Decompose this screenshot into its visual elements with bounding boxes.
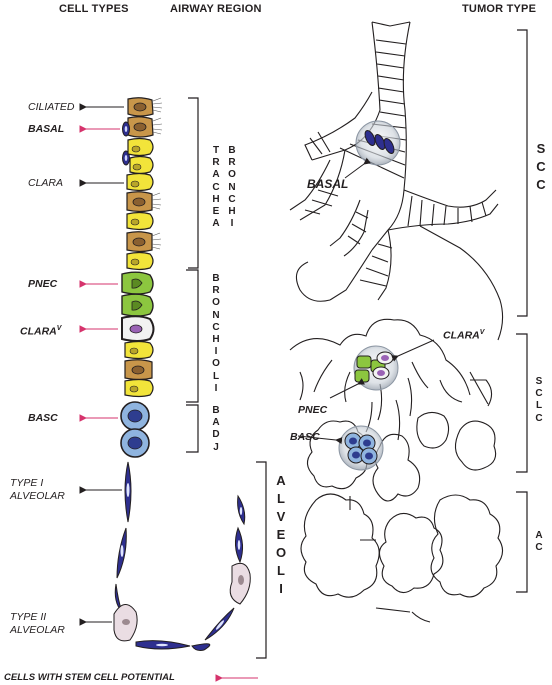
type1-alveolar-cell (234, 526, 244, 564)
label-basal: BASAL (28, 123, 65, 135)
clara-cell (126, 251, 154, 271)
basal-cell (122, 121, 130, 137)
type2-alveolar-cell (113, 604, 138, 642)
basc-cell (120, 428, 150, 458)
stem-cell-legend: CELLS WITH STEM CELL POTENTIAL (4, 672, 175, 683)
cell-types-header: CELL TYPES (59, 3, 129, 15)
epithelium-column (120, 97, 163, 458)
type1-alveolar-cell (124, 461, 132, 523)
clara-cell (126, 172, 154, 192)
pnec-cell (121, 293, 154, 317)
basc-focus (338, 425, 384, 471)
clara-cell (124, 340, 154, 360)
airway-region-header: AIRWAY REGION (170, 3, 262, 15)
lung-airway-tree (289, 21, 504, 623)
basc-cell (120, 401, 150, 431)
pnec-clarav-focus (353, 345, 399, 391)
lung-label-clarav: CLARAV (443, 329, 485, 342)
type1-alveolar-cell (237, 494, 246, 526)
tumor-type-header: TUMOR TYPE (462, 3, 537, 15)
ciliated-cell (126, 191, 162, 213)
clara-cell (127, 137, 154, 157)
clara-cell (129, 155, 154, 175)
lung-label-pnec: PNEC (298, 404, 328, 416)
lung-arrows (297, 157, 435, 445)
clara-cell (124, 378, 154, 398)
label-pnec: PNEC (28, 278, 58, 290)
ciliated-cell (126, 231, 162, 253)
type1-alveolar-cell (191, 643, 211, 651)
label-basc: BASC (28, 412, 58, 424)
lung-label-basal: BASAL (307, 177, 349, 191)
label-ciliated: CILIATED (28, 101, 75, 113)
ciliated-cell (127, 116, 163, 138)
pnec-cell (121, 271, 154, 295)
type1-alveolar-cell (116, 527, 127, 579)
type1-alveolar-cell (204, 607, 235, 641)
lung-label-basc: BASC (290, 431, 320, 443)
label-clara: CLARA (28, 177, 64, 189)
ciliated-cell (124, 359, 153, 381)
clarav-cell (121, 315, 155, 342)
type1-alveolar-cell (135, 640, 191, 650)
clara-cell (126, 211, 154, 231)
ciliated-cell (127, 97, 163, 117)
label-clarav: CLARAV (20, 325, 62, 338)
region-brackets (186, 29, 528, 659)
alveolar-chain (113, 461, 251, 651)
cell-arrows (79, 103, 258, 682)
basal-focus (355, 120, 401, 166)
type2-alveolar-cell (229, 562, 251, 605)
